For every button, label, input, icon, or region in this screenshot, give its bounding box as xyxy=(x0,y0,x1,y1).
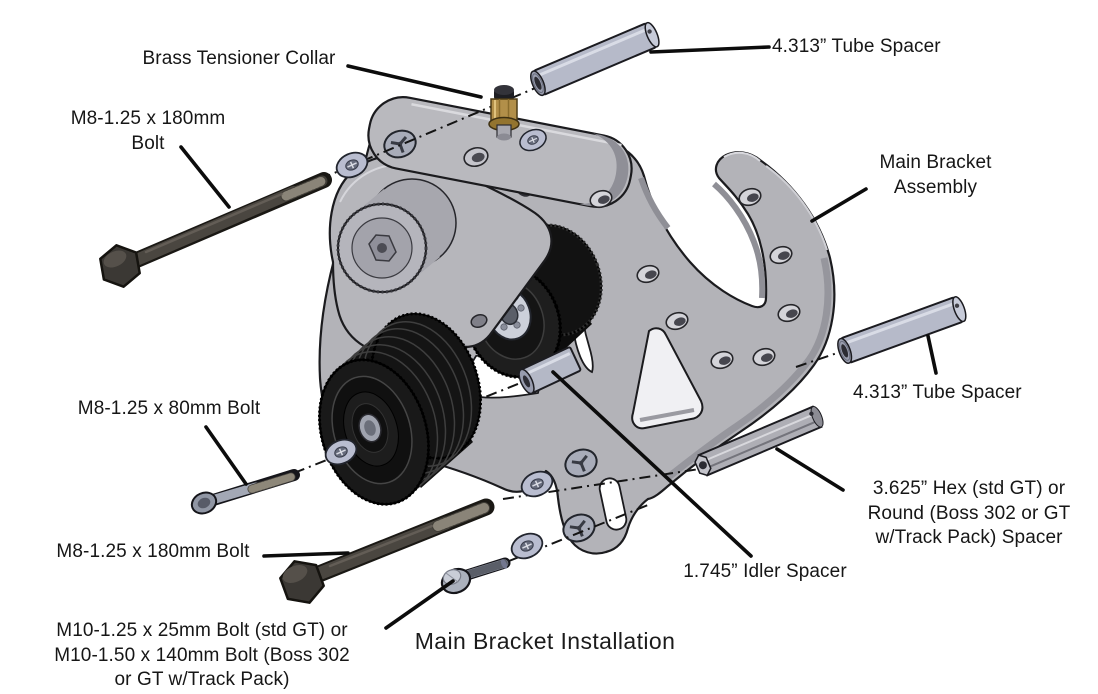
washer xyxy=(335,151,369,179)
hex-spacer-part xyxy=(694,405,824,477)
tensioner-assembly xyxy=(328,154,553,357)
label-m10-bolt: M10-1.25 x 25mm Bolt (std GT) or M10-1.5… xyxy=(54,620,350,691)
m10-bolt-part xyxy=(440,557,511,595)
label-hex-round-spacer: 3.625” Hex (std GT) or Round (Boss 302 o… xyxy=(867,478,1071,549)
washer xyxy=(519,128,547,152)
leader-brass-collar xyxy=(346,64,483,99)
washer xyxy=(520,470,554,498)
washer xyxy=(324,438,358,466)
bracket-holes xyxy=(636,187,801,370)
tube-spacer-top-part xyxy=(530,21,660,97)
idler-spacer-part xyxy=(518,346,582,395)
m8-80-bolt-part xyxy=(190,469,300,515)
leader-m10 xyxy=(384,579,455,630)
label-tube-spacer-right: 4.313” Tube Spacer xyxy=(853,382,1022,403)
label-tube-spacer-top: 4.313” Tube Spacer xyxy=(772,36,941,57)
m8-180-bolt-bottom-part xyxy=(279,498,495,604)
m8-180-bolt-top-part xyxy=(99,172,332,288)
label-brass-tensioner-collar: Brass Tensioner Collar xyxy=(142,48,336,69)
label-m8-80-bolt: M8-1.25 x 80mm Bolt xyxy=(77,398,261,419)
arm-holes xyxy=(562,448,598,543)
plate-holes xyxy=(383,129,613,209)
label-m8-180-bolt-top: M8-1.25 x 180mm Bolt xyxy=(70,108,226,154)
tensioner-hub-bolt xyxy=(368,234,397,262)
leader-m8-80 xyxy=(204,425,248,486)
washer xyxy=(510,532,544,560)
leader-m8-180-bottom xyxy=(262,551,350,558)
leader-idler-spacer xyxy=(551,370,753,558)
leader-hex-spacer xyxy=(775,447,845,492)
label-m8-180-bolt-bottom: M8-1.25 x 180mm Bolt xyxy=(56,541,250,562)
diagram-caption: Main Bracket Installation xyxy=(414,628,676,654)
tube-spacer-right-part xyxy=(837,296,967,364)
leader-tube-spacer-right xyxy=(926,334,938,375)
label-idler-spacer: 1.745” Idler Spacer xyxy=(683,561,847,582)
brass-tensioner-collar-part xyxy=(488,85,520,141)
leader-lines xyxy=(179,45,938,630)
leader-tube-spacer-top xyxy=(649,45,771,54)
leader-main-bracket xyxy=(810,187,868,223)
leader-m8-180-top xyxy=(179,145,231,209)
label-main-bracket-assembly: Main Bracket Assembly xyxy=(879,152,992,198)
washers xyxy=(324,128,554,560)
